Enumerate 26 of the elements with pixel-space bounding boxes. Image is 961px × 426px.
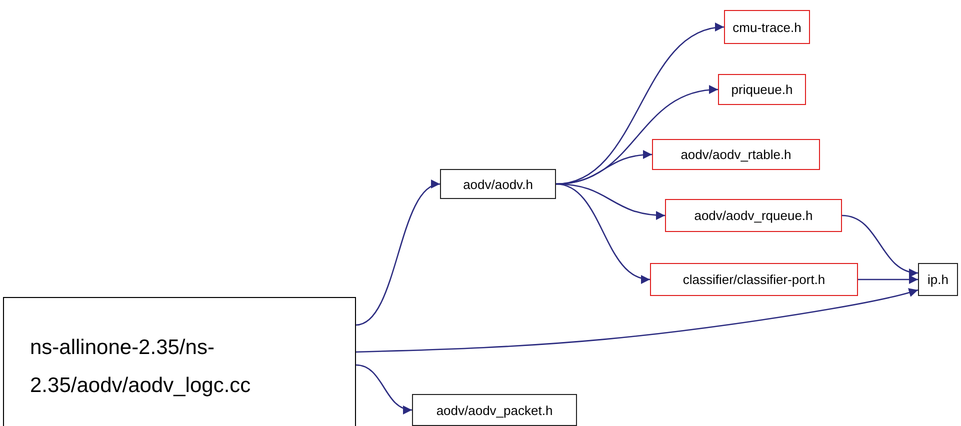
- arrow: [356, 364, 412, 414]
- arrow: [356, 288, 918, 353]
- arrow: [356, 182, 440, 326]
- file-name: classifier/classifier-port.h: [682, 272, 826, 287]
- file-name: aodv/aodv_packet.h: [436, 402, 553, 418]
- file-box: [3, 297, 356, 426]
- file-name: aodv/aodv_rtable.h: [680, 147, 792, 162]
- file-box: [650, 263, 858, 296]
- file-box: [412, 394, 577, 426]
- file-box: [440, 169, 556, 199]
- arrow: [556, 24, 724, 185]
- file-box: [918, 263, 958, 296]
- file-name: cmu-trace.h: [732, 20, 802, 34]
- arrow: [556, 183, 650, 282]
- file-box: [724, 10, 810, 44]
- file-box: [718, 74, 806, 105]
- arrow: [858, 274, 918, 284]
- file-box: [652, 139, 820, 170]
- file-box: [665, 199, 842, 232]
- file-name: aodv/aodv.h: [463, 176, 533, 192]
- arrow: [556, 150, 652, 185]
- file-name: aodv/aodv_rqueue.h: [694, 208, 813, 223]
- file-name: ns-allinone-2.35/ns- 2.35/aodv/aodv_logc.cc: [30, 335, 252, 399]
- file-name: ip.h: [928, 272, 948, 287]
- file-name: priqueue.h: [731, 82, 793, 97]
- arrow: [842, 214, 918, 276]
